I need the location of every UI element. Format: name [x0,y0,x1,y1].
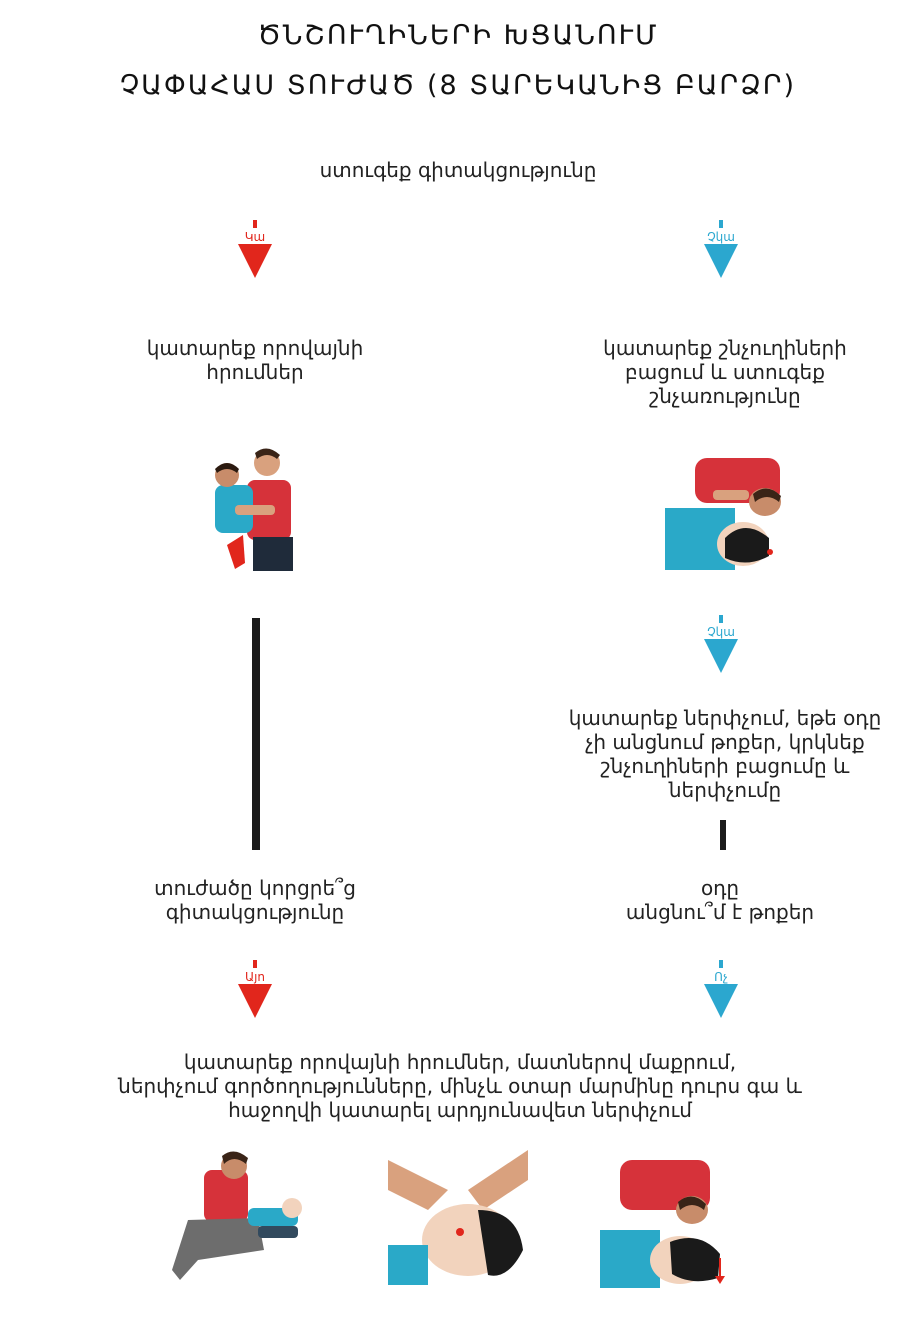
down-arrow-icon [238,244,272,278]
open-airway-text: կատարեք շնչուղիների բացում և ստուգեք շնչ… [560,336,890,408]
flow-line-left [252,618,260,850]
no-arrow-3: Ոչ [701,960,741,1024]
title-line-1: ԾՆՇՈՒՂԻՆԵՐԻ ԽՑԱՆՈՒՄ [0,20,916,51]
air-passes-question: օդը անցնու՞մ է թոքեր [570,876,870,924]
lost-consciousness-question: տուժածը կորցրե՞ց գիտակցությունը [105,876,405,924]
yes-arrow-label: Կա [235,230,275,244]
no-arrow-3-label: Ոչ [701,970,741,984]
final-instruction-text: կատարեք որովայնի հրումներ, մատներով մաքր… [60,1050,860,1122]
rescue-breathing-illustration [600,1150,735,1290]
airway-opening-illustration [665,458,785,573]
no-arrow-1: Չկա [701,220,741,284]
flow-line-right [720,820,726,850]
yes-arrow-2-label: Այո [235,970,275,984]
standing-abdominal-thrust-illustration [205,445,305,575]
down-arrow-icon [704,244,738,278]
check-consciousness-text: ստուգեք գիտակցությունը [258,158,658,182]
down-arrow-icon [704,639,738,673]
down-arrow-icon [238,984,272,1018]
finger-sweep-illustration [388,1150,528,1285]
down-arrow-icon [704,984,738,1018]
no-arrow-1-label: Չկա [701,230,741,244]
kneeling-thrust-illustration [168,1150,308,1290]
rescue-breath-text: կատարեք ներփչում, եթե օդը չի անցնում թոք… [540,706,910,802]
abdominal-thrusts-text: կատարեք որովայնի հրումներ [105,336,405,384]
yes-arrow-2: Այո [235,960,275,1024]
no-arrow-2-label: Չկա [701,625,741,639]
yes-arrow: Կա [235,220,275,284]
title-line-2: ՉԱՓԱՀԱՍ ՏՈՒԺԱԾ (8 ՏԱՐԵԿԱՆԻՑ ԲԱՐՁՐ) [0,70,916,101]
no-arrow-2: Չկա [701,615,741,679]
